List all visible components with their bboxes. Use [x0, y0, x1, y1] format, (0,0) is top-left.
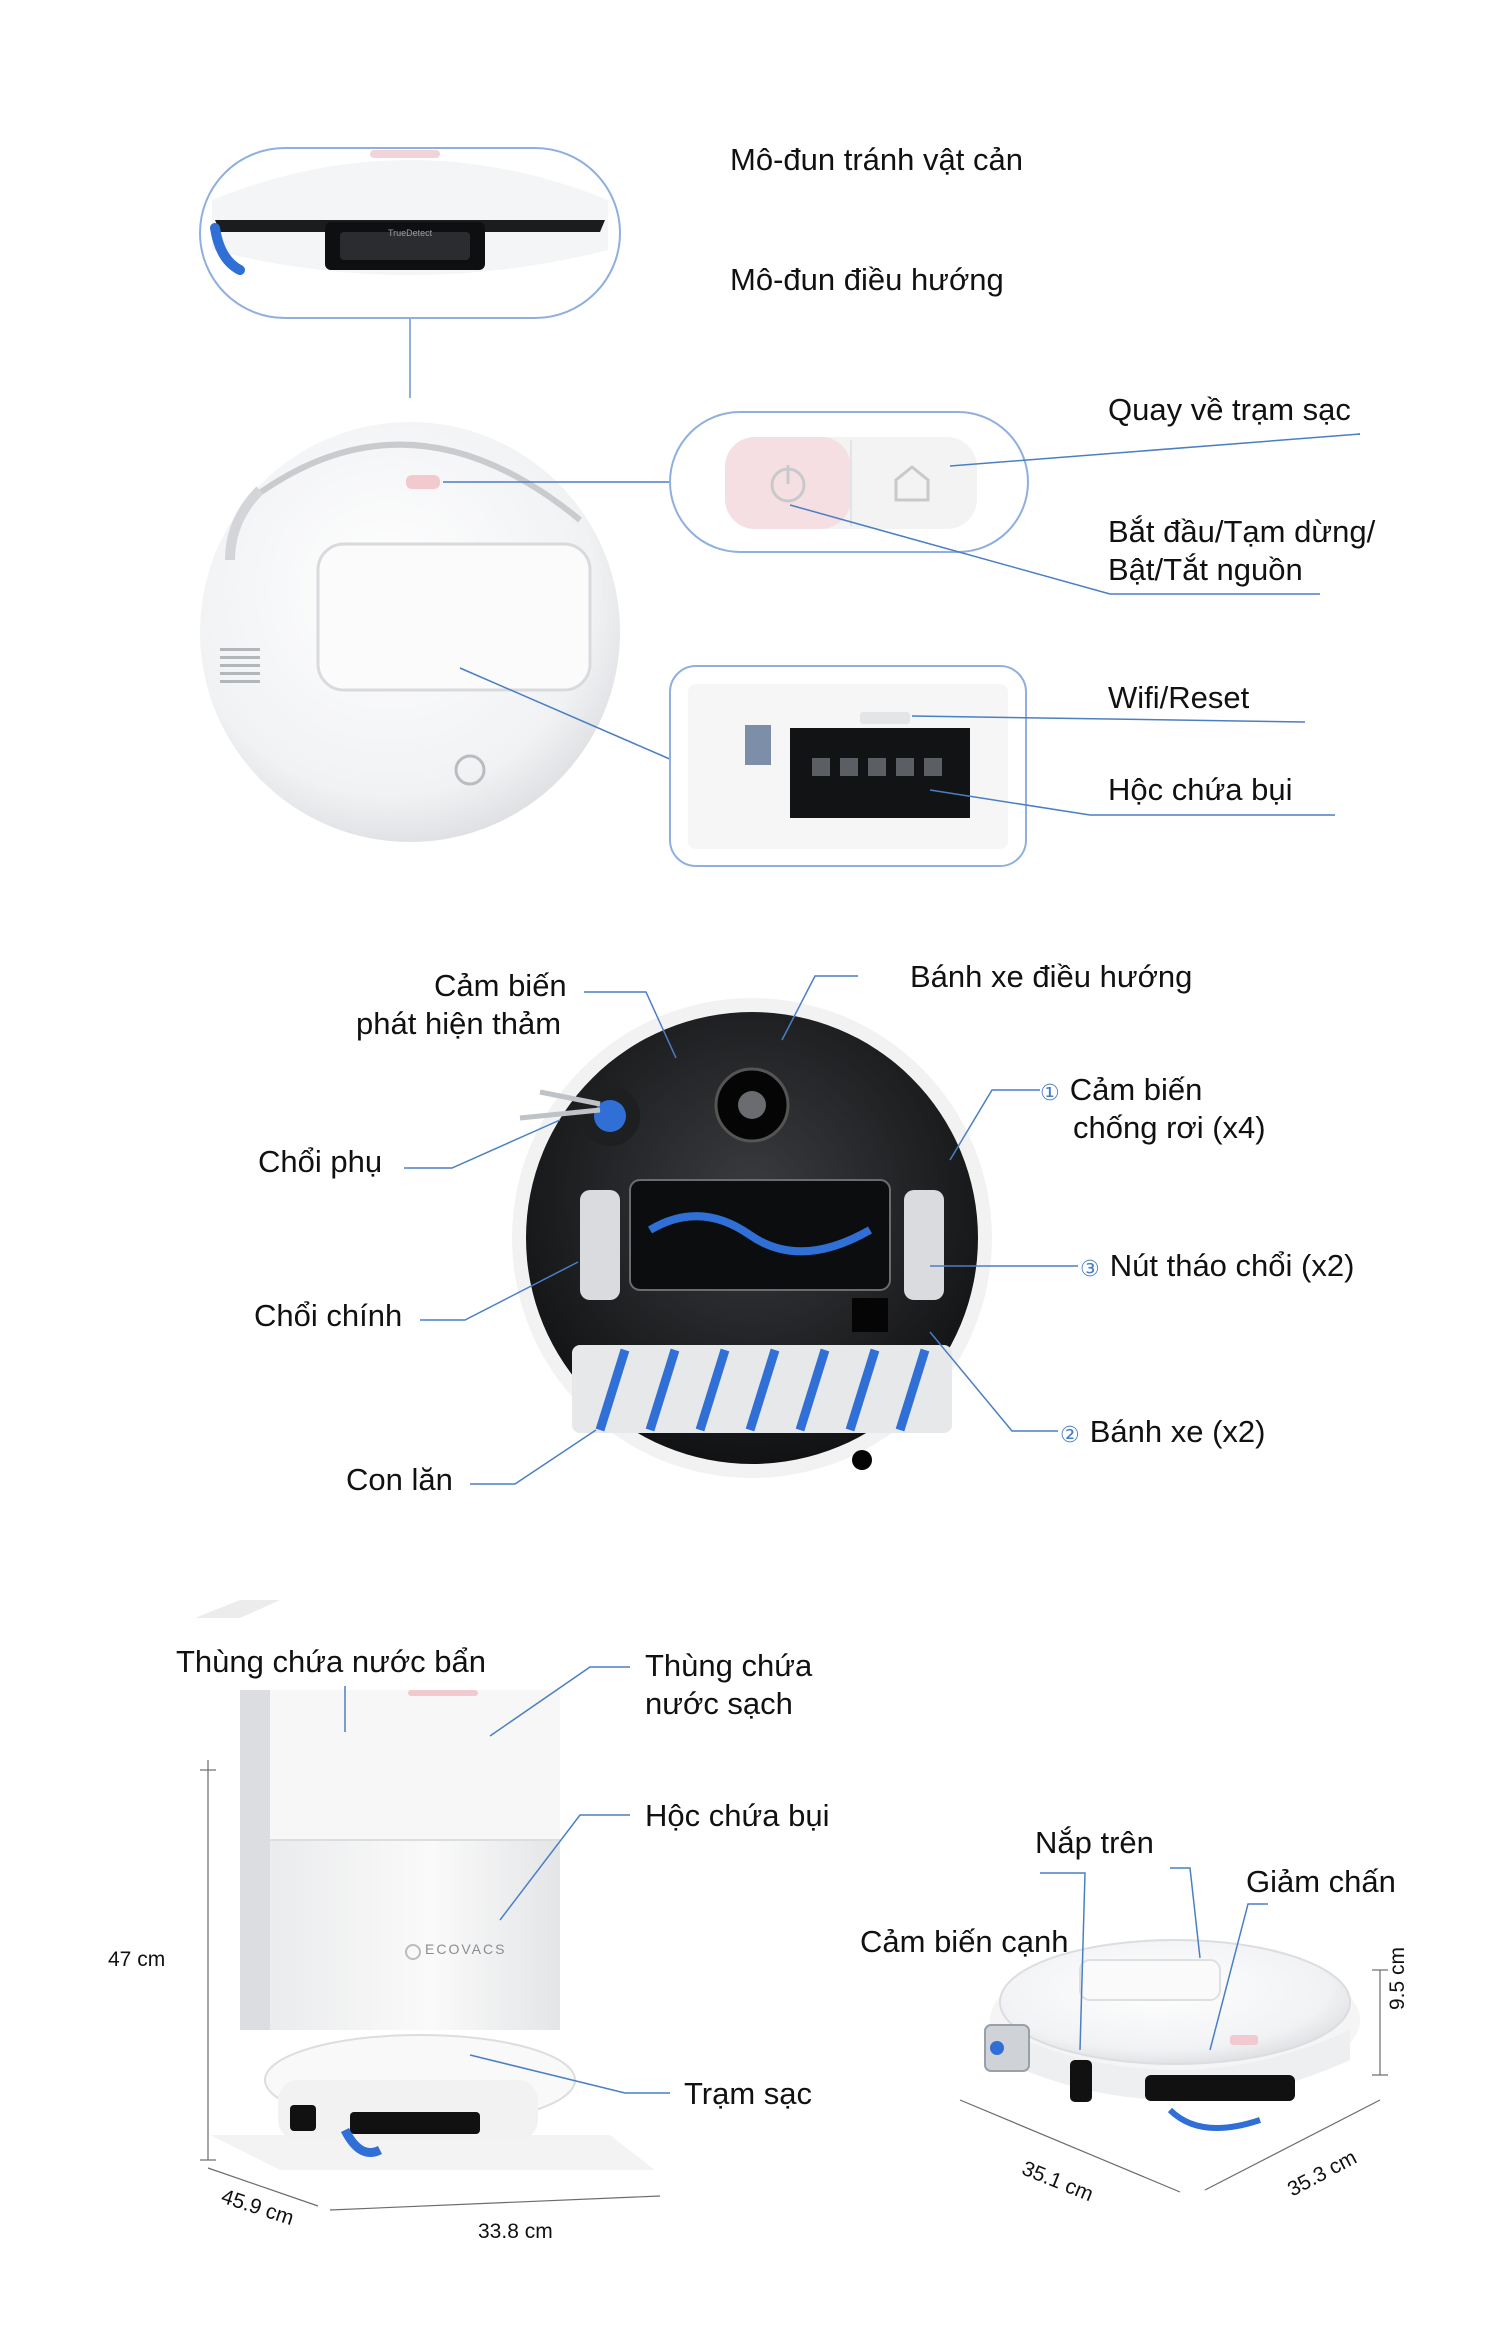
label-cliff-sensor-line1: ① Cảm biến [1040, 1070, 1202, 1112]
button-zoom-illustration [669, 411, 1029, 553]
label-return-to-dock: Quay về trạm sạc [1108, 392, 1351, 427]
label-dock-dust-bin: Hộc chứa bụi [645, 1798, 830, 1833]
label-main-brush: Chổi chính [254, 1298, 403, 1333]
label-charging-dock: Trạm sạc [684, 2076, 813, 2111]
label-navigation-module: Mô-đun điều hướng [730, 262, 1004, 297]
label-start-pause-line2: Bật/Tắt nguồn [1108, 552, 1303, 587]
label-bumper: Giảm chấn [1246, 1864, 1396, 1899]
wheel-number: ② [1060, 1422, 1080, 1447]
camera-zoom-illustration [199, 147, 621, 319]
label-nav-wheel: Bánh xe điều hướng [910, 959, 1193, 994]
label-carpet-sensor-line1: Cảm biến [434, 968, 567, 1003]
dustbin-zoom-illustration [669, 665, 1027, 867]
release-text: Nút tháo chổi (x2) [1109, 1248, 1355, 1283]
brand-logo: ECOVACS [425, 1941, 507, 1957]
robot-top-view [200, 422, 620, 842]
camera-model-text: TrueDetect [388, 228, 433, 238]
wheels-text: Bánh xe (x2) [1089, 1414, 1266, 1449]
robot-height: 9.5 cm [1386, 1946, 1409, 2010]
docking-station-illustration [195, 1600, 655, 2170]
label-clean-tank-line2: nước sạch [645, 1686, 793, 1721]
release-number: ③ [1080, 1256, 1100, 1281]
dock-height: 47 cm [108, 1948, 166, 1971]
label-clean-tank-line1: Thùng chứa [645, 1648, 813, 1683]
label-roller: Con lăn [346, 1462, 453, 1497]
cliff-text-1: Cảm biến [1069, 1072, 1203, 1107]
label-top-cover: Nắp trên [1035, 1825, 1154, 1860]
label-wheels: ② Bánh xe (x2) [1060, 1412, 1266, 1454]
label-dust-bin: Hộc chứa bụi [1108, 772, 1293, 807]
label-carpet-sensor-line2: phát hiện thảm [356, 1006, 562, 1041]
robot-bottom-view [512, 998, 992, 1478]
cliff-number: ① [1040, 1080, 1060, 1105]
label-dirty-tank: Thùng chứa nước bẩn [176, 1644, 487, 1679]
label-obstacle-module: Mô-đun tránh vật cản [730, 142, 1023, 177]
dock-width: 33.8 cm [478, 2220, 553, 2243]
label-start-pause-line1: Bắt đầu/Tạm dừng/ [1108, 514, 1376, 549]
label-edge-sensor: Cảm biến cạnh [860, 1924, 1069, 1959]
label-cliff-sensor-line2: chống rơi (x4) [1073, 1110, 1266, 1145]
label-side-brush: Chổi phụ [258, 1144, 383, 1179]
robot-side-illustration [984, 1939, 1360, 2131]
label-brush-release: ③ Nút tháo chổi (x2) [1080, 1246, 1354, 1288]
label-wifi-reset: Wifi/Reset [1108, 680, 1250, 715]
